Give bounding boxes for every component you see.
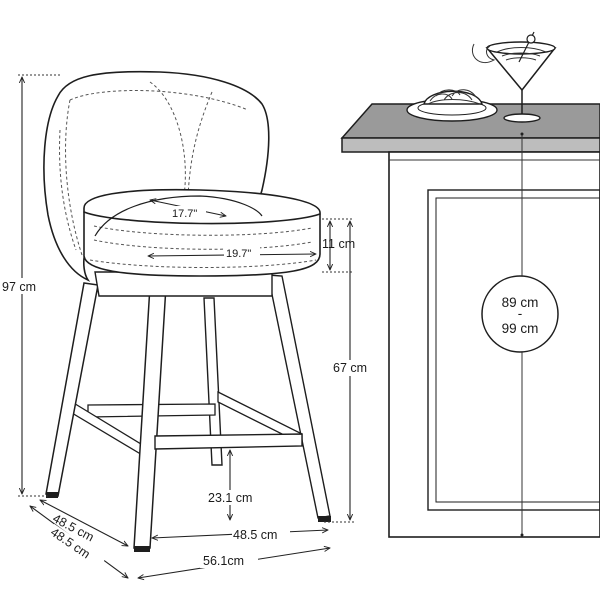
cushion-height-label: 11 cm xyxy=(322,237,355,251)
counter-height-sep: - xyxy=(518,306,523,321)
seat-height-label: 67 cm xyxy=(333,361,367,375)
bar-stool xyxy=(43,70,331,552)
base-width-label: 48.5 cm xyxy=(233,528,277,542)
counter-height-badge xyxy=(481,275,559,353)
pasta-plate-icon xyxy=(406,89,498,122)
front-left-leg xyxy=(45,282,99,497)
counter-cabinet xyxy=(388,151,600,538)
cabinet-panel-outer xyxy=(427,189,600,511)
front-right-leg xyxy=(133,285,167,549)
martini-glass-icon xyxy=(472,31,557,123)
foot-cap xyxy=(318,516,331,522)
footrest-height-label: 23.1 cm xyxy=(208,491,252,505)
seat-width-label: 19.7" xyxy=(226,248,251,260)
counter-height-max: 99 cm xyxy=(502,321,539,336)
foot-cap xyxy=(134,546,150,552)
seat-depth-label: 17.7" xyxy=(172,208,197,220)
foot-cap xyxy=(46,492,58,498)
kitchen-counter xyxy=(340,103,600,538)
front-footrest xyxy=(154,433,303,450)
seat-cushion xyxy=(83,188,321,277)
total-height-label: 97 cm xyxy=(2,280,36,294)
counter-top-edge xyxy=(341,137,600,153)
overall-width-label: 56.1cm xyxy=(203,554,244,568)
counter-height-min: 89 cm xyxy=(502,295,539,310)
cabinet-panel-inner xyxy=(435,197,600,503)
counter-top xyxy=(340,103,600,139)
back-right-leg xyxy=(267,274,331,519)
